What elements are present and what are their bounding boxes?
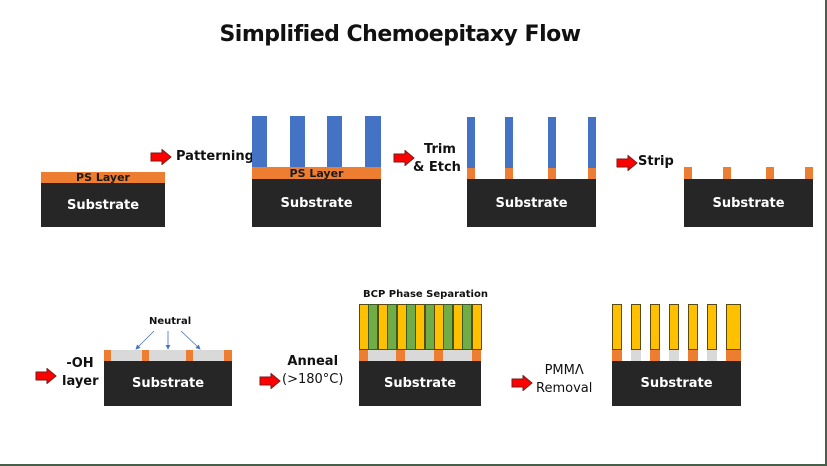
step-label-anneal: Anneal (>180°C) [282, 353, 343, 389]
bcp-block-a [471, 304, 482, 350]
ps-guide-stripe [472, 350, 481, 361]
resist-line [365, 116, 381, 167]
substrate: Substrate [612, 361, 741, 406]
ps-layer: PS Layer [252, 167, 381, 179]
ps-guide-stripe [434, 350, 443, 361]
ps-pillar [650, 304, 660, 350]
bcp-annotation: BCP Phase Separation [363, 289, 488, 300]
resist-line [505, 117, 513, 168]
substrate: Substrate [467, 179, 596, 227]
ps-pillar [688, 304, 698, 350]
bcp-block-b [462, 304, 473, 350]
bcp-block-b [368, 304, 379, 350]
ps-guide-stripe [359, 350, 368, 361]
ps-guide-stripe [723, 167, 731, 179]
step-label-oh-layer: -OH layer [62, 355, 99, 391]
bcp-block-b [443, 304, 454, 350]
neutral-annotation: Neutral [149, 316, 192, 327]
bcp-block-a [377, 304, 388, 350]
ps-guide-stripe [766, 167, 774, 179]
neutral-brush [707, 350, 717, 361]
neutral-brush [669, 350, 679, 361]
ps-layer: PS Layer [41, 172, 165, 183]
ps-pillar [612, 304, 622, 350]
label-line: (>180°C) [282, 372, 344, 387]
label-line: Anneal [287, 354, 339, 369]
bcp-block-a [434, 304, 445, 350]
ps-guide-stripe [224, 350, 232, 361]
ps-guide-stripe [186, 350, 193, 361]
resist-line [548, 117, 556, 168]
bcp-block-b [387, 304, 398, 350]
label-line: Removal [536, 381, 593, 396]
ps-guide-stripe [612, 350, 622, 361]
ps-pillar [726, 304, 741, 350]
ps-guide-stripe [805, 167, 813, 179]
resist-line [467, 117, 475, 168]
bcp-block-a [415, 304, 426, 350]
resist-line [252, 116, 267, 167]
substrate: Substrate [684, 179, 813, 227]
diagram-title: Simplified Chemoepitaxy Flow [219, 22, 581, 47]
step-label-trim-etch: Trim & Etch [413, 141, 461, 177]
resist-line [290, 116, 305, 167]
arrow-right-icon [511, 375, 533, 391]
label-line: & Etch [413, 160, 461, 175]
ps-guide-stripe [650, 350, 660, 361]
ps-guide-stripe [588, 168, 596, 179]
arrow-right-icon [150, 149, 172, 165]
substrate: Substrate [104, 361, 232, 406]
ps-guide-stripe [548, 168, 556, 179]
label-line: -OH [66, 356, 94, 371]
arrow-right-icon [35, 368, 57, 384]
arrow-right-icon [259, 373, 281, 389]
label-line: Trim [424, 142, 456, 157]
ps-guide-stripe [142, 350, 149, 361]
ps-pillar [669, 304, 679, 350]
ps-guide-stripe [467, 168, 475, 179]
frame-border-bottom [0, 464, 827, 466]
bcp-block-b [424, 304, 435, 350]
ps-guide-stripe [688, 350, 698, 361]
substrate: Substrate [41, 183, 165, 227]
label-line: PMMΛ [544, 363, 584, 378]
neutral-brush [405, 350, 434, 361]
neutral-brush [149, 350, 186, 361]
resist-line [327, 116, 342, 167]
neutral-brush [193, 350, 224, 361]
ps-guide-stripe [104, 350, 111, 361]
neutral-brush [368, 350, 396, 361]
step-label-patterning: Patterning [176, 149, 254, 164]
arrow-right-icon [616, 155, 638, 171]
ps-pillar [631, 304, 641, 350]
substrate: Substrate [252, 179, 381, 227]
step-label-strip: Strip [638, 154, 674, 169]
bcp-block-a [359, 304, 369, 350]
ps-guide-stripe [684, 167, 692, 179]
bcp-block-a [452, 304, 463, 350]
bcp-block-b [405, 304, 416, 350]
ps-pillar [707, 304, 717, 350]
ps-guide-stripe [726, 350, 741, 361]
neutral-brush [443, 350, 472, 361]
ps-guide-stripe [396, 350, 405, 361]
frame-border-right [825, 0, 827, 466]
bcp-block-a [396, 304, 407, 350]
annotation-arrows-icon [135, 330, 201, 350]
ps-guide-stripe [505, 168, 513, 179]
resist-line [588, 117, 596, 168]
arrow-right-icon [393, 150, 415, 166]
label-line: layer [62, 374, 99, 389]
substrate: Substrate [359, 361, 481, 406]
step-label-pmma-removal: PMMΛ Removal [536, 362, 592, 398]
neutral-brush [631, 350, 641, 361]
neutral-brush [111, 350, 142, 361]
